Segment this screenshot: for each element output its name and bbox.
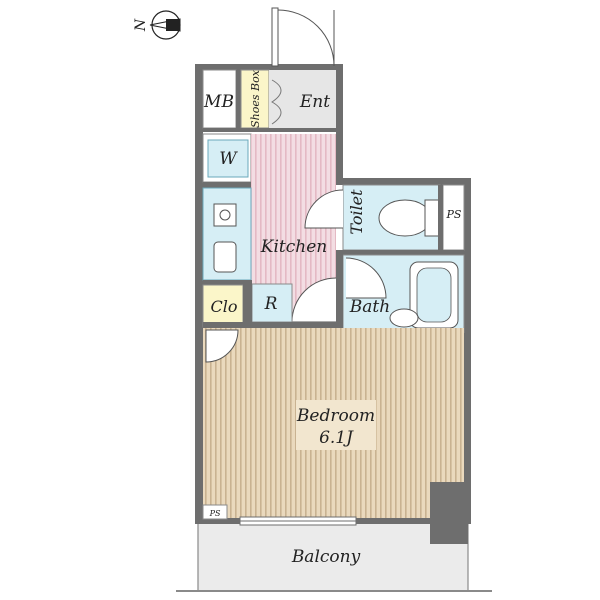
- bedroom-label: Bedroom: [296, 406, 375, 426]
- washbasin-icon: [389, 308, 419, 328]
- bath-label: Bath: [349, 297, 390, 317]
- kitchen-label: Kitchen: [260, 237, 327, 257]
- sink-icon: [213, 241, 237, 273]
- ps-lower-area: [202, 504, 228, 520]
- bedroom-size-label: 6.1J: [319, 428, 354, 448]
- bedroom-size-tag: [296, 400, 376, 450]
- closet-fridge-wall: [243, 280, 252, 327]
- ent-label: Ent: [299, 92, 330, 112]
- compass-north-label: N: [133, 18, 149, 32]
- toilet-bowl-icon: [378, 199, 432, 237]
- bedroom-top-wall: [203, 322, 336, 328]
- bath-wall-left: [336, 250, 343, 338]
- toilet-ps-wall: [438, 185, 443, 250]
- clo-label: Clo: [211, 297, 238, 316]
- entrance-door-swing: [277, 9, 335, 67]
- ps-lower-label: PS: [209, 509, 221, 518]
- bath-door-swing: [345, 257, 387, 299]
- kitchen-upper-strip: [203, 182, 251, 188]
- shoes-box-label: Shoes Box: [249, 69, 262, 128]
- entrance-door-leaf: [271, 7, 279, 67]
- stove-burner-icon: [219, 209, 231, 221]
- toilet-door-swing: [304, 189, 344, 229]
- bathtub-inner-icon: [416, 267, 452, 323]
- closet-door-swing: [205, 329, 239, 363]
- balcony-label: Balcony: [291, 547, 361, 567]
- compass: N: [133, 10, 181, 40]
- compass-needle-fill: [166, 19, 180, 31]
- shoes-box: [240, 69, 270, 129]
- shoes-door-swing: [271, 79, 282, 125]
- toilet-label: Toilet: [347, 189, 366, 235]
- closet-top-wall: [203, 280, 251, 285]
- entrance-floor: [269, 70, 336, 130]
- mb-room: [202, 69, 237, 129]
- stove-icon: [213, 203, 237, 227]
- r-label: R: [264, 294, 278, 314]
- washer-pan: [207, 139, 249, 178]
- toilet-tank-icon: [424, 199, 440, 237]
- mb-label: MB: [203, 92, 234, 112]
- balcony-area: [197, 518, 469, 592]
- ps-upper-label: PS: [446, 208, 462, 221]
- bath-wall-top: [343, 250, 464, 255]
- mb-wall: [236, 70, 241, 132]
- w-label: W: [219, 149, 238, 169]
- structural-column: [430, 482, 468, 544]
